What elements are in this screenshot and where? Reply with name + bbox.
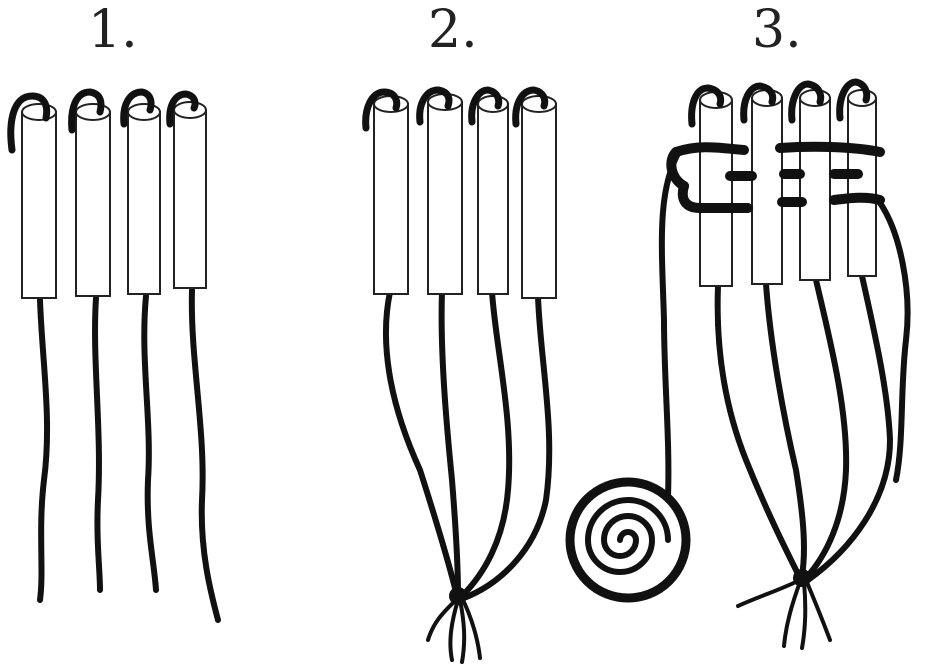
weft-row-1: [676, 147, 880, 152]
step-1-straw-1: [22, 112, 56, 298]
step-1-illustration: [11, 92, 218, 620]
step-3-yarn-4: [808, 276, 890, 580]
step-1-yarn-2: [95, 298, 100, 590]
step-3-straw-2: [752, 98, 782, 284]
step-2-illustration: [366, 90, 556, 662]
step-1-straw-2: [76, 112, 110, 296]
step-2-straw-4: [522, 104, 556, 298]
step-2-straw-2: [428, 102, 462, 294]
step-2-yarn-3: [462, 292, 509, 596]
step-3-illustration: [570, 82, 908, 648]
step-2-straw-3: [478, 104, 508, 294]
weaving-yarn-lead: [662, 150, 680, 496]
step-3-yarn-3: [806, 280, 846, 578]
weft-row-2: [730, 174, 858, 176]
step-1-straw-3: [128, 112, 160, 294]
step-1-yarn-3: [144, 296, 156, 590]
step-3-straw-3: [800, 98, 830, 280]
step-3-straw-1: [700, 100, 732, 286]
step-3-yarn-2: [766, 284, 804, 576]
step-1-yarn-1: [40, 300, 47, 600]
step-2-straw-1: [374, 104, 408, 294]
step-1-straw-4: [174, 110, 206, 288]
yarn-ball: [570, 482, 686, 598]
step-1-yarn-4: [192, 290, 218, 620]
step-3-straw-4: [848, 98, 876, 276]
